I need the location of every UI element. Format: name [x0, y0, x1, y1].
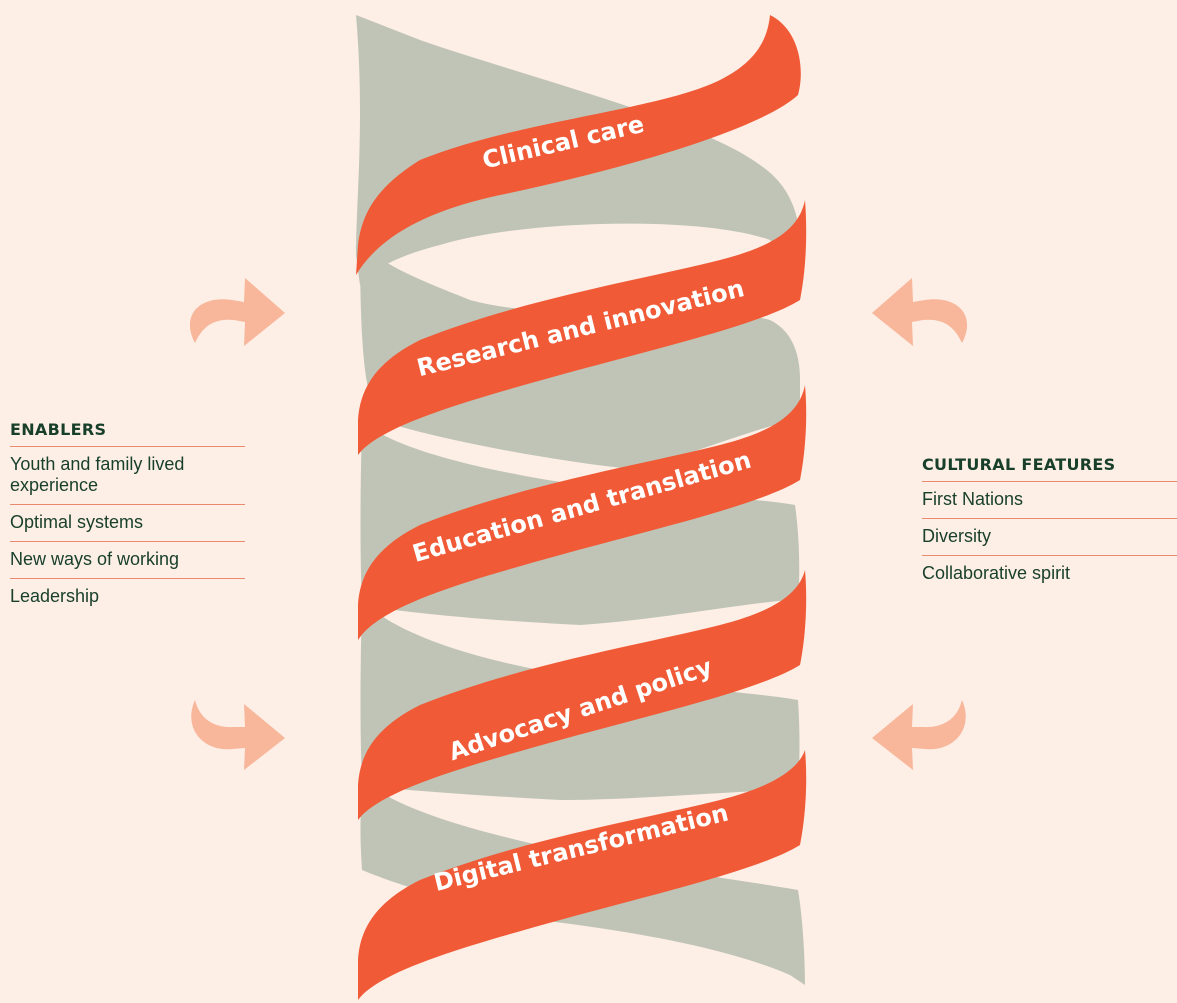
enablers-list: Youth and family lived experience Optima…	[10, 447, 245, 615]
front-ribbon	[356, 15, 801, 275]
cultural-features-item: First Nations	[922, 482, 1177, 519]
curved-arrow-icon	[191, 700, 285, 770]
front-ribbon	[358, 385, 807, 640]
enablers-panel: ENABLERS Youth and family lived experien…	[10, 420, 245, 615]
cultural-features-item: Collaborative spirit	[922, 563, 1071, 583]
cultural-features-panel: CULTURAL FEATURES First Nations Diversit…	[922, 455, 1177, 592]
front-ribbon	[358, 750, 807, 1000]
enablers-item: Leadership	[10, 586, 100, 606]
curved-arrow-icon	[872, 700, 966, 770]
helix-front-strand	[356, 15, 807, 1000]
cultural-features-list: First Nations Diversity Collaborative sp…	[922, 482, 1177, 592]
enablers-item: New ways of working	[10, 542, 245, 579]
enablers-item: Optimal systems	[10, 505, 245, 542]
curved-arrow-icon	[189, 278, 285, 346]
front-ribbon	[358, 570, 807, 820]
cultural-features-heading: CULTURAL FEATURES	[922, 455, 1177, 482]
cultural-features-item: Diversity	[922, 519, 1177, 556]
front-ribbon	[358, 200, 807, 455]
enablers-item: Youth and family lived experience	[10, 447, 245, 505]
enablers-heading: ENABLERS	[10, 420, 245, 447]
curved-arrow-icon	[872, 278, 968, 346]
